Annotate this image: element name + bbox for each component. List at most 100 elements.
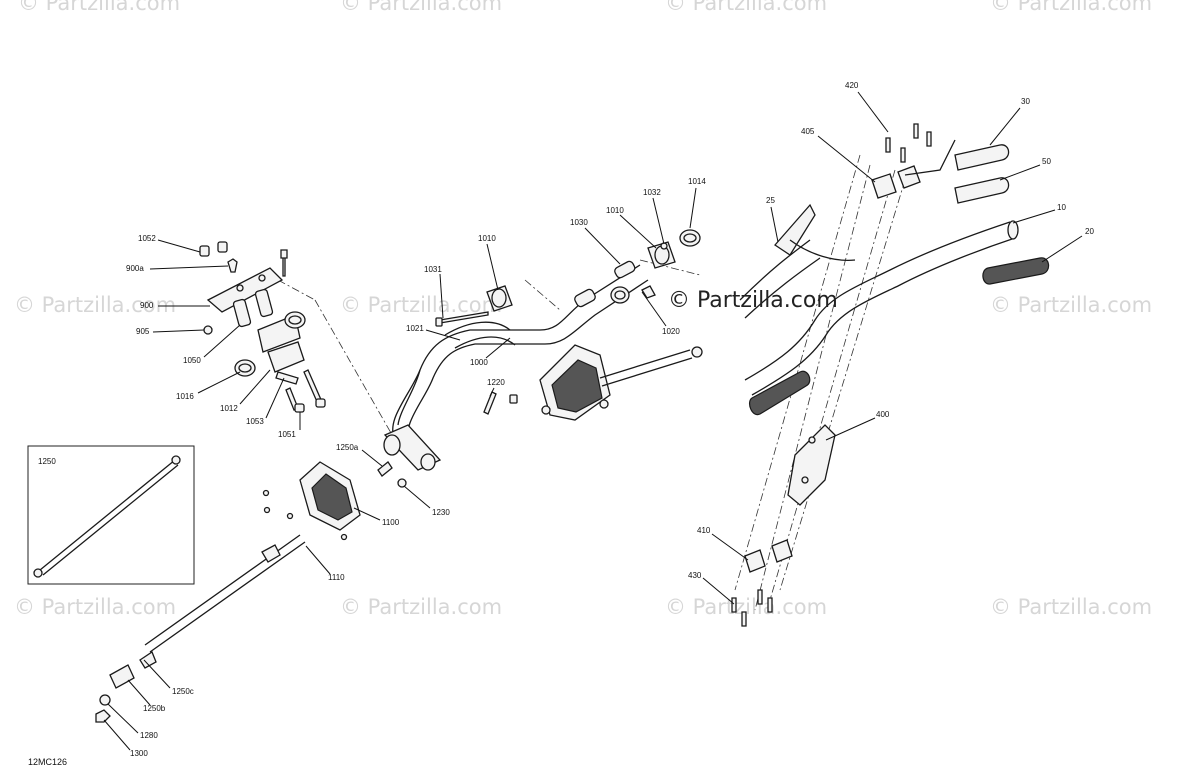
riser-400 bbox=[787, 424, 836, 506]
callout-405[interactable]: 405 bbox=[801, 127, 815, 136]
tie-rod bbox=[599, 349, 691, 379]
lower-steering-assembly bbox=[95, 461, 407, 723]
column-pivot bbox=[383, 434, 401, 456]
callout-1250c[interactable]: 1250c bbox=[172, 687, 194, 696]
assembly-line bbox=[314, 299, 396, 441]
grip-cover-30 bbox=[954, 144, 1010, 171]
bolt-head bbox=[294, 403, 305, 413]
callout-430[interactable]: 430 bbox=[688, 571, 702, 580]
leader-30 bbox=[989, 107, 1021, 146]
callout-900a[interactable]: 900a bbox=[126, 264, 144, 273]
watermark: © Partzilla.com bbox=[14, 595, 176, 619]
steering-column-1000 bbox=[383, 229, 701, 471]
tie-rod-inset bbox=[27, 445, 195, 585]
callout-1050[interactable]: 1050 bbox=[183, 356, 201, 365]
bushing-inner bbox=[683, 233, 697, 243]
leader-420 bbox=[857, 91, 889, 133]
callout-1031[interactable]: 1031 bbox=[424, 265, 442, 274]
callout-1016[interactable]: 1016 bbox=[176, 392, 194, 401]
shaft-collar bbox=[261, 544, 281, 563]
callout-50[interactable]: 50 bbox=[1042, 157, 1051, 166]
callout-900[interactable]: 900 bbox=[140, 301, 154, 310]
ball-joint-1250b bbox=[109, 664, 135, 689]
assembly-line bbox=[277, 279, 316, 301]
column-upper bbox=[444, 321, 511, 336]
callout-10[interactable]: 10 bbox=[1057, 203, 1066, 212]
bolt-1220 bbox=[483, 391, 497, 415]
bushing-inner bbox=[614, 290, 626, 300]
clamp-405 bbox=[871, 173, 897, 199]
callout-420[interactable]: 420 bbox=[845, 81, 859, 90]
inset-tie-rod bbox=[39, 459, 176, 571]
screw bbox=[262, 489, 270, 497]
callout-1220[interactable]: 1220 bbox=[487, 378, 505, 387]
handlebar-end bbox=[1007, 220, 1019, 240]
callout-1000[interactable]: 1000 bbox=[470, 358, 488, 367]
callout-1010[interactable]: 1010 bbox=[606, 206, 624, 215]
screw bbox=[263, 506, 271, 514]
leader-1250b bbox=[127, 679, 151, 706]
watermark: © Partzilla.com bbox=[18, 0, 180, 15]
callout-1250[interactable]: 1250 bbox=[38, 457, 56, 466]
cover-mount bbox=[599, 399, 609, 409]
leader-1031 bbox=[439, 273, 444, 319]
bolt-420b bbox=[913, 123, 919, 139]
leader-1250c bbox=[143, 659, 171, 689]
leader-900a bbox=[149, 265, 229, 270]
leader-1000 bbox=[485, 337, 511, 359]
cover-mount bbox=[541, 405, 551, 415]
reference-code: 12MC126 bbox=[28, 757, 67, 767]
callout-1021[interactable]: 1021 bbox=[406, 324, 424, 333]
callout-1110[interactable]: 1110 bbox=[328, 573, 345, 582]
watermark: © Partzilla.com bbox=[340, 0, 502, 15]
callout-1280[interactable]: 1280 bbox=[140, 731, 158, 740]
callout-1052[interactable]: 1052 bbox=[138, 234, 156, 243]
column-tube-outline bbox=[392, 264, 641, 441]
column-tube-outline-b bbox=[407, 279, 649, 446]
callout-30[interactable]: 30 bbox=[1021, 97, 1030, 106]
leader-1230 bbox=[403, 485, 431, 509]
callout-25[interactable]: 25 bbox=[766, 196, 775, 205]
clamp-410 bbox=[744, 549, 766, 573]
leader-20 bbox=[1041, 235, 1083, 263]
callout-410[interactable]: 410 bbox=[697, 526, 711, 535]
leader-1021 bbox=[425, 329, 461, 341]
watermark: © Partzilla.com bbox=[990, 293, 1152, 317]
clamp-405b bbox=[897, 165, 921, 189]
leader-lines bbox=[103, 91, 1083, 751]
assembly-line bbox=[754, 164, 871, 611]
callout-1051[interactable]: 1051 bbox=[278, 430, 296, 439]
bolt-430b bbox=[741, 611, 747, 627]
callout-1020[interactable]: 1020 bbox=[662, 327, 680, 336]
assembly-line bbox=[734, 154, 861, 591]
hand-guard-25 bbox=[774, 203, 816, 256]
leader-1100 bbox=[353, 507, 381, 521]
callout-905[interactable]: 905 bbox=[136, 327, 150, 336]
callout-1012[interactable]: 1012 bbox=[220, 404, 238, 413]
column-upper-b bbox=[454, 336, 516, 349]
bracket-hole bbox=[236, 284, 244, 292]
grip-left bbox=[748, 370, 811, 416]
shaft-1110-b bbox=[149, 541, 306, 653]
callout-1014[interactable]: 1014 bbox=[688, 177, 706, 186]
handlebar-10 bbox=[744, 221, 1011, 381]
callout-1250b[interactable]: 1250b bbox=[143, 704, 166, 713]
callout-400[interactable]: 400 bbox=[876, 410, 890, 419]
callout-1053[interactable]: 1053 bbox=[246, 417, 264, 426]
leader-1110 bbox=[305, 545, 331, 575]
leader-1016 bbox=[197, 371, 241, 394]
callout-labels: 420 30 405 50 25 10 20 1014 1032 1010 10… bbox=[38, 81, 1094, 758]
callout-1300[interactable]: 1300 bbox=[130, 749, 148, 758]
callout-1250a[interactable]: 1250a bbox=[336, 443, 359, 452]
leader-400 bbox=[825, 417, 876, 441]
callout-1100[interactable]: 1100 bbox=[382, 518, 400, 527]
callout-1030[interactable]: 1030 bbox=[570, 218, 588, 227]
callout-1032[interactable]: 1032 bbox=[643, 188, 661, 197]
leader-905 bbox=[152, 329, 205, 333]
bolt-1020 bbox=[641, 285, 656, 299]
callout-1010[interactable]: 1010 bbox=[478, 234, 496, 243]
callout-20[interactable]: 20 bbox=[1085, 227, 1094, 236]
callout-1230[interactable]: 1230 bbox=[432, 508, 450, 517]
